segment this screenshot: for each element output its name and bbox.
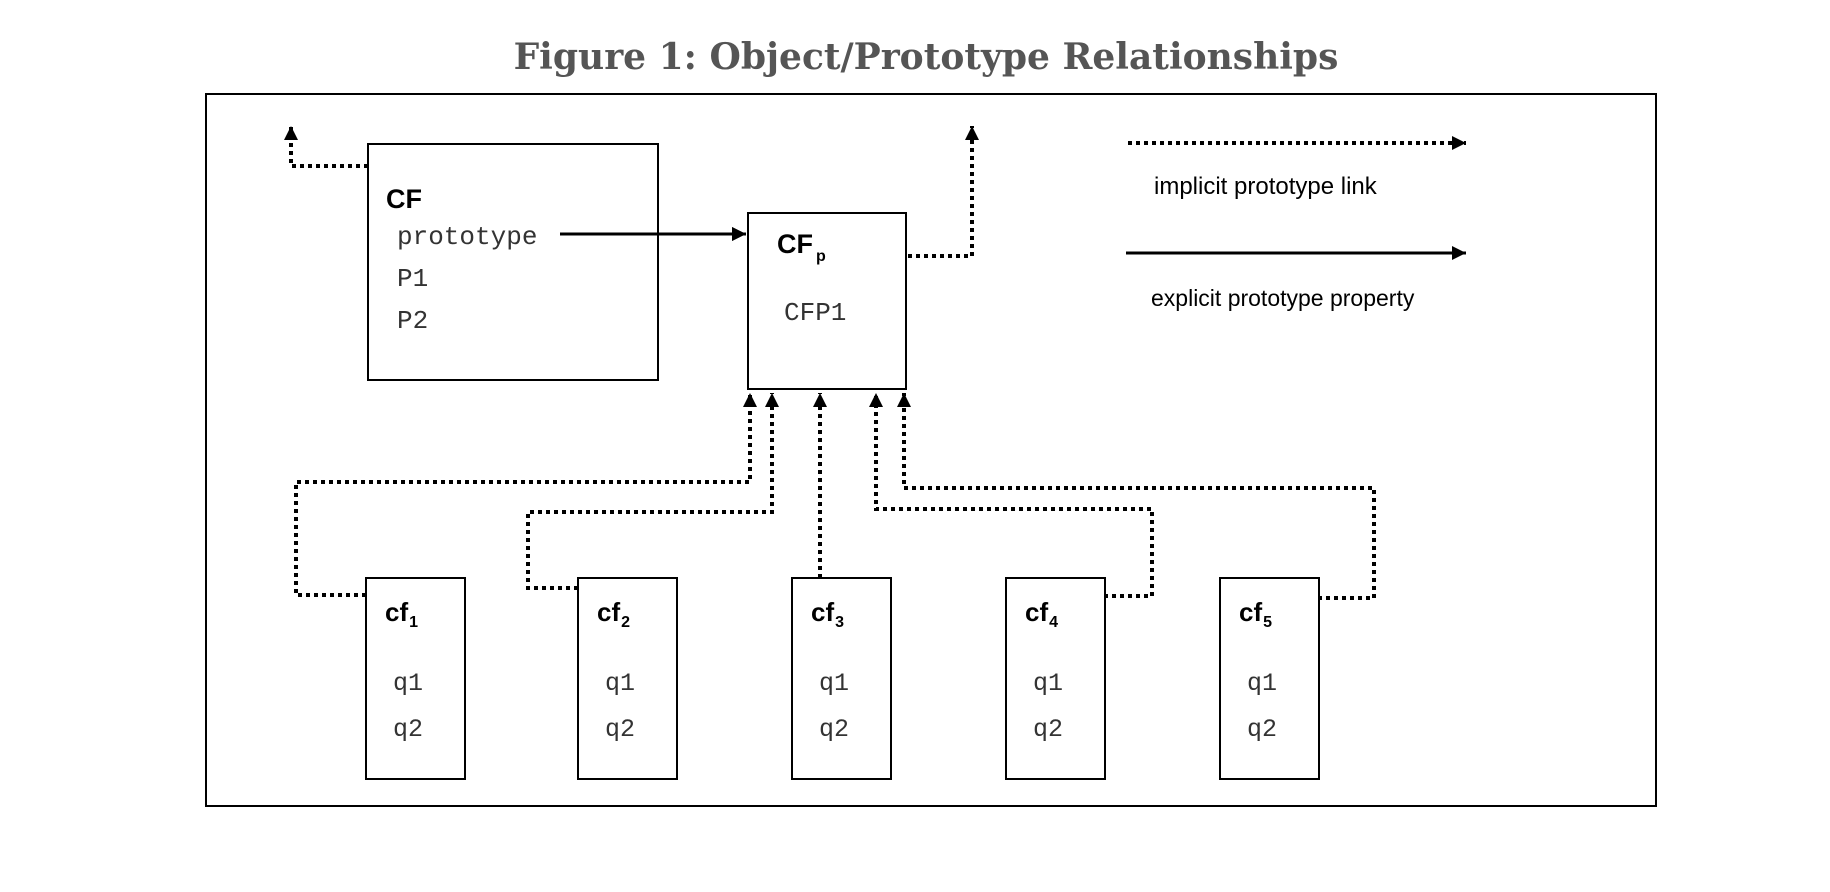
instance-box-cf4: cf4 q1 q2 — [1005, 577, 1106, 780]
instance-member-q2: q2 — [819, 715, 849, 744]
instance-name: cf5 — [1239, 597, 1272, 631]
instance-member-q1: q1 — [393, 669, 423, 698]
instance-member-q1: q1 — [819, 669, 849, 698]
instance-name: cf2 — [597, 597, 630, 631]
instance-box-cf2: cf2 q1 q2 — [577, 577, 678, 780]
cf2-implicit-link — [526, 393, 779, 590]
instance-member-q2: q2 — [393, 715, 423, 744]
legend-implicit-label: implicit prototype link — [1154, 173, 1378, 200]
legend-explicit-label: explicit prototype property — [1151, 285, 1415, 311]
instance-member-q2: q2 — [605, 715, 635, 744]
cf1-implicit-link — [294, 393, 757, 597]
instance-name: cf3 — [811, 597, 844, 631]
instance-member-q1: q1 — [1033, 669, 1063, 698]
cf-implicit-link — [284, 126, 368, 168]
cf-member-prototype: prototype — [397, 222, 537, 252]
instance-member-q2: q2 — [1247, 715, 1277, 744]
cf4-implicit-link — [869, 393, 1154, 598]
instance-member-q1: q1 — [605, 669, 635, 698]
instance-box-cf5: cf5 q1 q2 — [1219, 577, 1320, 780]
cfp-implicit-link — [908, 126, 979, 258]
cf-constructor-box: CF prototype P1 P2 — [367, 143, 659, 381]
cfp-member-cfp1: CFP1 — [784, 298, 846, 328]
cf-name: CF — [386, 184, 422, 214]
cf-member-p2: P2 — [397, 306, 428, 336]
instance-member-q1: q1 — [1247, 669, 1277, 698]
cf5-implicit-link — [897, 393, 1376, 600]
figure-title: Figure 1: Object/Prototype Relationships — [513, 36, 1339, 78]
instance-member-q2: q2 — [1033, 715, 1063, 744]
instance-box-cf3: cf3 q1 q2 — [791, 577, 892, 780]
instance-name: cf4 — [1025, 597, 1058, 631]
cf-member-p1: P1 — [397, 264, 428, 294]
instance-name: cf1 — [385, 597, 418, 631]
legend: implicit prototype link explicit prototy… — [1126, 136, 1466, 311]
figure-frame — [205, 93, 1657, 807]
instance-box-cf1: cf1 q1 q2 — [365, 577, 466, 780]
